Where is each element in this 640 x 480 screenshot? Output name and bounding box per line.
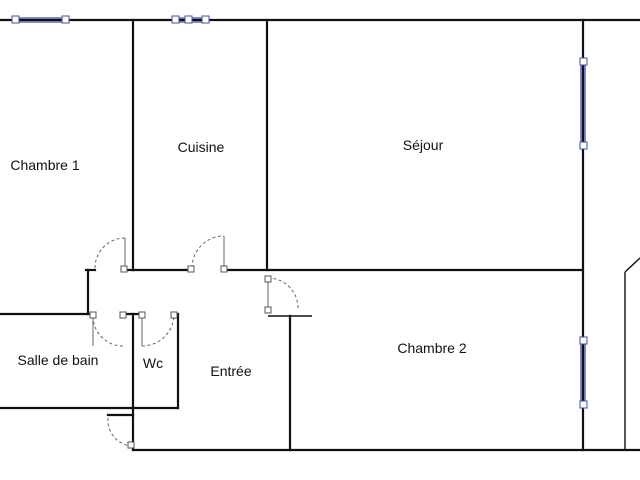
room-label-chambre2: Chambre 2 (397, 340, 466, 356)
door-wc (138, 311, 178, 347)
window-chambre1 (11, 15, 70, 24)
room-labels: Chambre 1 Cuisine Séjour Salle de bain W… (10, 137, 466, 379)
door-cuisine (187, 235, 228, 273)
door-entree (107, 417, 135, 449)
room-label-wc: Wc (143, 355, 163, 371)
window-chambre2 (579, 336, 588, 409)
walls (0, 18, 640, 452)
windows (11, 15, 588, 409)
room-label-entree: Entrée (210, 363, 251, 379)
door-corridor (264, 275, 299, 314)
doors (89, 235, 299, 449)
door-salle-de-bain (89, 311, 127, 347)
door-chambre1 (94, 237, 128, 273)
room-label-cuisine: Cuisine (178, 139, 225, 155)
room-label-sejour: Séjour (403, 137, 444, 153)
window-cuisine (171, 15, 210, 24)
window-sejour (579, 57, 588, 150)
room-label-chambre1: Chambre 1 (10, 157, 79, 173)
room-label-salle-de-bain: Salle de bain (18, 352, 99, 368)
right-diagonal-wall (624, 257, 640, 273)
